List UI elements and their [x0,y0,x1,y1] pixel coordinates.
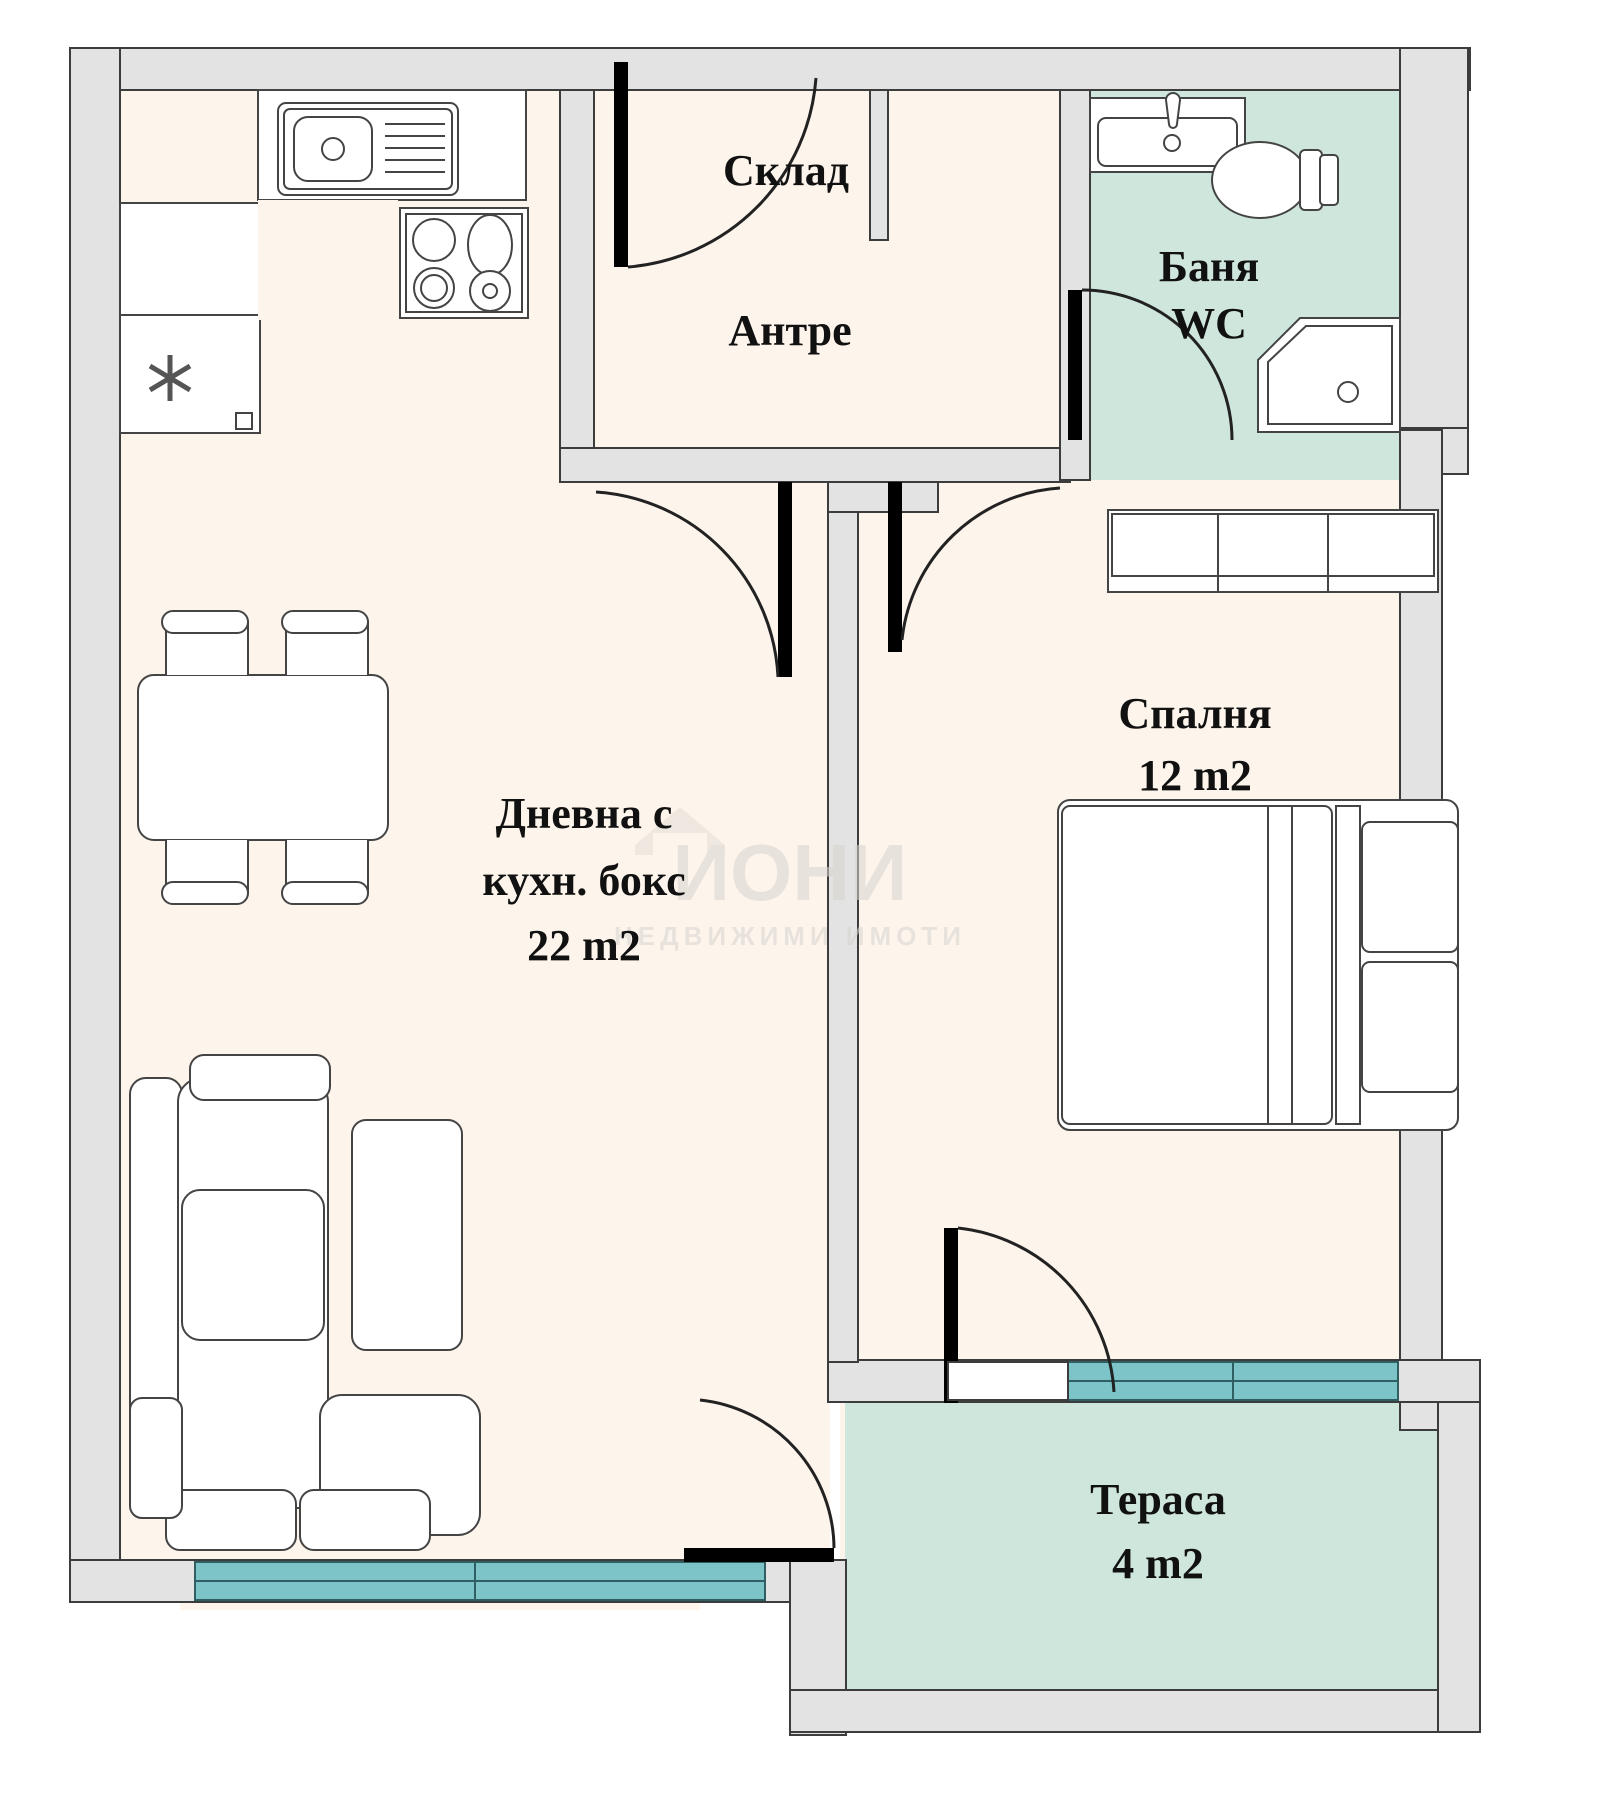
door-bedroom [888,482,1061,652]
room-labels: Склад Баня WC Антре Дневна с кухн. бокс … [482,146,1271,1588]
double-bed [1057,799,1459,1131]
label-bedroom: Спалня [1118,689,1271,738]
watermark-tagline: НЕДВИЖИМИ ИМОТИ [614,921,966,951]
sofa-cushion-1 [181,1189,325,1341]
door-living-terrace [684,1398,836,1562]
wall-top [69,47,1471,91]
coffee-table [351,1119,463,1351]
dining-chair [281,610,369,675]
label-living-line1: Дневна с [496,789,673,838]
dining-chair [161,840,249,905]
door-entry [614,62,818,269]
dining-set [137,610,389,905]
cooktop-icon [399,207,529,319]
wall-terrace-right [1437,1359,1481,1733]
wall-storage-left [869,89,889,241]
wall-terrace-bottom [789,1689,1481,1733]
wall-bedroom-left [827,481,859,1363]
door-gap-terrace [947,1361,1069,1401]
door-bathroom [1068,288,1234,441]
sofa-side-panel [129,1397,183,1519]
label-living-line2: кухн. бокс [482,856,685,905]
counter-run [258,200,398,320]
refrigerator-icon [119,314,261,434]
watermark: ИОНИ НЕДВИЖИМИ ИМОТИ [614,807,966,951]
label-storage: Склад [723,146,849,195]
window-terrace [1067,1361,1399,1401]
shower-icon [1257,317,1401,433]
label-bedroom-area: 12 m2 [1138,751,1252,800]
kitchen-fixtures [119,89,529,434]
sofa-seat-bottom-2 [299,1489,431,1551]
watermark-brand: ИОНИ [673,828,908,917]
window-living [194,1561,766,1601]
lounge-furniture [129,1054,481,1551]
label-terrace-area: 4 m2 [1112,1539,1204,1588]
door-bedroom-terrace [944,1226,1116,1403]
floor-hallway [590,90,1070,480]
sofa-seat-bottom-1 [165,1489,297,1551]
windows [194,1361,1399,1601]
wall-right-upper [1399,47,1469,434]
door-hallway-living [595,482,792,678]
label-living-area: 22 m2 [527,921,641,970]
wall-hallway-left [559,89,595,481]
dining-table [137,674,389,841]
bedroom-furniture [1057,509,1459,1131]
wall-left [69,47,121,1569]
label-bathroom-line2: WC [1171,299,1247,348]
wardrobe [1107,509,1439,593]
dining-chair [281,840,369,905]
tall-unit [119,202,261,316]
wall-hallway-bottom [559,447,1071,483]
sink-icon [277,102,459,196]
label-terrace: Тераса [1090,1475,1226,1524]
wall-corridor-jog [827,481,939,513]
dining-chair [161,610,249,675]
doors [595,62,1234,1562]
floor-terrace [845,1400,1465,1730]
sofa-back-cushion-top [189,1054,331,1101]
label-hallway: Антре [728,306,851,355]
bathroom-fixtures [1089,92,1401,433]
toilet-icon [1211,141,1339,219]
label-bathroom-line1: Баня [1159,242,1259,291]
